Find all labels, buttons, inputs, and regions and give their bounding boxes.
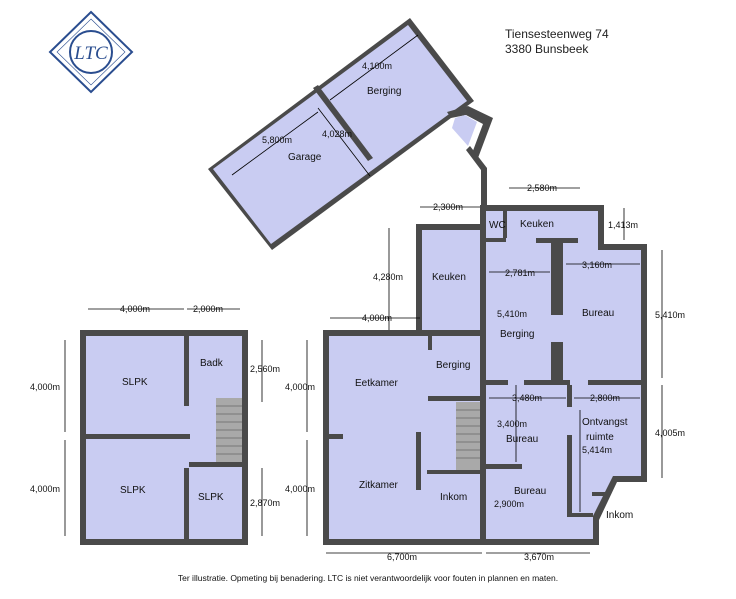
room-zitkamer: Zitkamer bbox=[359, 480, 399, 491]
dim-mid-4000-top: 4,000m bbox=[362, 313, 392, 323]
room-slpk-2: SLPK bbox=[120, 485, 146, 496]
dim-garage-4100: 4,100m bbox=[362, 61, 392, 71]
room-berging-right: Berging bbox=[500, 329, 534, 340]
room-bureau-1: Bureau bbox=[582, 308, 614, 319]
dim-right-2900: 2,900m bbox=[494, 499, 524, 509]
room-ontvangst: Ontvangst bbox=[582, 417, 628, 428]
address-city: 3380 Bunsbeek bbox=[505, 42, 589, 56]
ltc-logo: LTC bbox=[48, 10, 134, 94]
room-garage: Garage bbox=[288, 152, 322, 163]
dim-right-3670: 3,670m bbox=[524, 552, 554, 562]
dim-right-2781: 2,781m bbox=[505, 268, 535, 278]
dim-mid-4280: 4,280m bbox=[373, 272, 403, 282]
dim-right-3400: 3,400m bbox=[497, 419, 527, 429]
dim-right-4005: 4,005m bbox=[655, 428, 685, 438]
garage-wing bbox=[208, 18, 493, 250]
right-floor bbox=[480, 187, 663, 554]
room-slpk-3: SLPK bbox=[198, 492, 224, 503]
dim-left-2000: 2,000m bbox=[193, 304, 223, 314]
room-keuken-2: Keuken bbox=[520, 219, 554, 230]
dim-mid-2300: 2,300m bbox=[433, 202, 463, 212]
dim-mid-4000-a: 4,000m bbox=[285, 382, 315, 392]
room-berging-mid: Berging bbox=[436, 360, 470, 371]
dim-right-3160: 3,160m bbox=[582, 260, 612, 270]
footer-disclaimer: Ter illustratie. Opmeting bij benadering… bbox=[178, 573, 558, 583]
room-keuken-1: Keuken bbox=[432, 272, 466, 283]
dim-right-3480: 3,480m bbox=[512, 393, 542, 403]
dim-left-4000-a: 4,000m bbox=[30, 382, 60, 392]
dim-right-5410-a: 5,410m bbox=[497, 309, 527, 319]
room-badk: Badk bbox=[200, 358, 224, 369]
dim-garage-4028: 4,028m bbox=[322, 129, 352, 139]
dim-right-5410-b: 5,410m bbox=[655, 310, 685, 320]
dim-left-2560: 2,560m bbox=[250, 364, 280, 374]
room-inkom-1: Inkom bbox=[440, 492, 467, 503]
dim-left-4000-b: 4,000m bbox=[30, 484, 60, 494]
dim-mid-6700: 6,700m bbox=[387, 552, 417, 562]
dim-right-5414: 5,414m bbox=[582, 445, 612, 455]
dim-right-2580: 2,580m bbox=[527, 183, 557, 193]
room-slpk-1: SLPK bbox=[122, 377, 148, 388]
room-bureau-3: Bureau bbox=[514, 486, 546, 497]
room-wc: WC bbox=[489, 220, 506, 231]
dim-right-1413: 1,413m bbox=[608, 220, 638, 230]
room-inkom-2: Inkom bbox=[606, 510, 633, 521]
dim-mid-4000-b: 4,000m bbox=[285, 484, 315, 494]
logo-text: LTC bbox=[73, 43, 108, 64]
room-bureau-2: Bureau bbox=[506, 434, 538, 445]
room-eetkamer: Eetkamer bbox=[355, 378, 398, 389]
room-ruimte: ruimte bbox=[586, 432, 614, 443]
room-berging-top: Berging bbox=[367, 86, 401, 97]
middle-floor bbox=[306, 206, 485, 554]
dim-garage-5800: 5,800m bbox=[262, 135, 292, 145]
dim-left-2870: 2,870m bbox=[250, 498, 280, 508]
left-floor bbox=[64, 308, 263, 545]
address-street: Tiensesteenweg 74 bbox=[505, 27, 609, 41]
dim-right-2800: 2,800m bbox=[590, 393, 620, 403]
dim-left-4000-top: 4,000m bbox=[120, 304, 150, 314]
